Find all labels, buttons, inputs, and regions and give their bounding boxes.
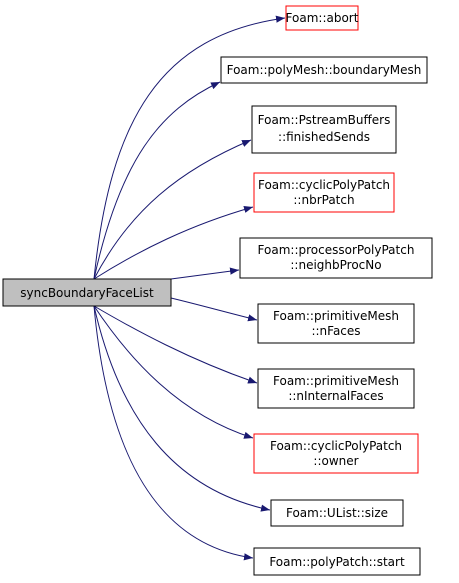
node-label-line2: ::nbrPatch: [293, 193, 354, 207]
node-abort[interactable]: Foam::abort: [285, 5, 359, 31]
source-node-label: syncBoundaryFaceList: [20, 286, 154, 300]
node-label: Foam::polyPatch::start: [269, 555, 405, 569]
node-label-line1: Foam::cyclicPolyPatch: [258, 178, 390, 192]
edge-to-boundary-mesh: [93, 81, 221, 280]
node-size[interactable]: Foam::UList::size: [270, 499, 404, 527]
node-label-line2: ::finishedSends: [278, 130, 370, 144]
node-label: Foam::UList::size: [286, 506, 388, 520]
edge-to-finished-sends: [93, 139, 252, 280]
edges: [93, 15, 286, 561]
node-n-faces[interactable]: Foam::primitiveMesh ::nFaces: [257, 303, 415, 344]
edge-to-start: [93, 305, 254, 561]
edge-to-nbr-patch: [93, 206, 254, 280]
edge-to-abort: [93, 15, 286, 280]
node-boundary-mesh[interactable]: Foam::polyMesh::boundaryMesh: [220, 56, 428, 84]
node-label: Foam::abort: [286, 11, 359, 25]
edge-to-size: [93, 305, 271, 512]
source-node[interactable]: syncBoundaryFaceList: [2, 278, 172, 307]
node-start[interactable]: Foam::polyPatch::start: [253, 547, 421, 576]
node-label-line2: ::nFaces: [311, 324, 360, 338]
edge-to-neighb-proc-no: [170, 267, 240, 280]
node-label-line1: Foam::PstreamBuffers: [258, 113, 391, 127]
node-label-line1: Foam::primitiveMesh: [273, 309, 399, 323]
node-nbr-patch[interactable]: Foam::cyclicPolyPatch ::nbrPatch: [253, 172, 395, 213]
edge-to-owner: [93, 305, 254, 439]
node-label-line2: ::neighbProcNo: [290, 258, 381, 272]
node-n-internal-faces[interactable]: Foam::primitiveMesh ::nInternalFaces: [257, 368, 415, 409]
node-label: Foam::polyMesh::boundaryMesh: [227, 63, 422, 77]
edge-to-n-faces: [170, 297, 258, 322]
node-label-line2: ::owner: [313, 454, 358, 468]
node-label-line2: ::nInternalFaces: [288, 389, 383, 403]
node-label-line1: Foam::primitiveMesh: [273, 374, 399, 388]
node-finished-sends[interactable]: Foam::PstreamBuffers ::finishedSends: [251, 105, 397, 154]
node-label-line1: Foam::processorPolyPatch: [258, 243, 415, 257]
node-owner[interactable]: Foam::cyclicPolyPatch ::owner: [253, 433, 419, 474]
node-neighb-proc-no[interactable]: Foam::processorPolyPatch ::neighbProcNo: [239, 237, 433, 279]
edge-to-n-internal-faces: [93, 305, 258, 384]
node-label-line1: Foam::cyclicPolyPatch: [270, 439, 402, 453]
